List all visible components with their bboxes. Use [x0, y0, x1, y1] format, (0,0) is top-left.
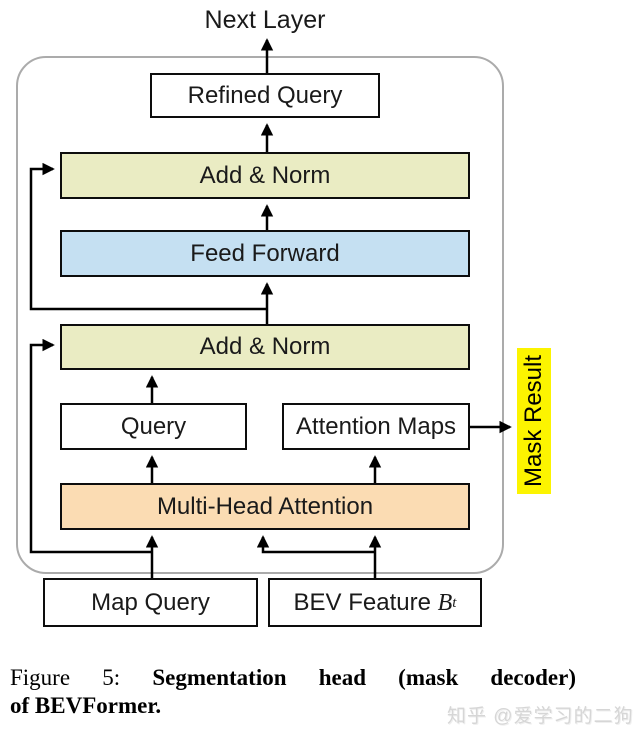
map-query-box: Map Query: [43, 578, 258, 627]
attention-maps-box: Attention Maps: [282, 403, 470, 450]
query-box: Query: [60, 403, 247, 450]
decoder-block-frame: [16, 56, 504, 574]
mask-result-highlight: Mask Result: [517, 348, 551, 494]
caption-figure-label: Figure 5:: [10, 665, 121, 690]
feed-forward-box: Feed Forward: [60, 230, 470, 277]
bev-feature-label: BEV Feature: [293, 588, 438, 616]
mask-result-label: Mask Result: [520, 354, 548, 488]
next-layer-label: Next Layer: [204, 6, 326, 34]
figure-caption: Figure 5: Segmentation head (mask decode…: [10, 664, 576, 720]
add-norm-mid-box: Add & Norm: [60, 324, 470, 370]
caption-line2: of BEVFormer.: [10, 693, 162, 718]
bev-feature-symbol: B: [437, 589, 453, 616]
zhihu-watermark: 知乎 @爱学习的二狗: [447, 706, 634, 727]
add-norm-top-box: Add & Norm: [60, 152, 470, 199]
refined-query-box: Refined Query: [150, 73, 380, 118]
multi-head-attention-box: Multi-Head Attention: [60, 483, 470, 530]
caption-line1: Figure 5: Segmentation head (mask decode…: [10, 664, 576, 692]
caption-title: Segmentation head (mask decoder): [152, 665, 577, 690]
